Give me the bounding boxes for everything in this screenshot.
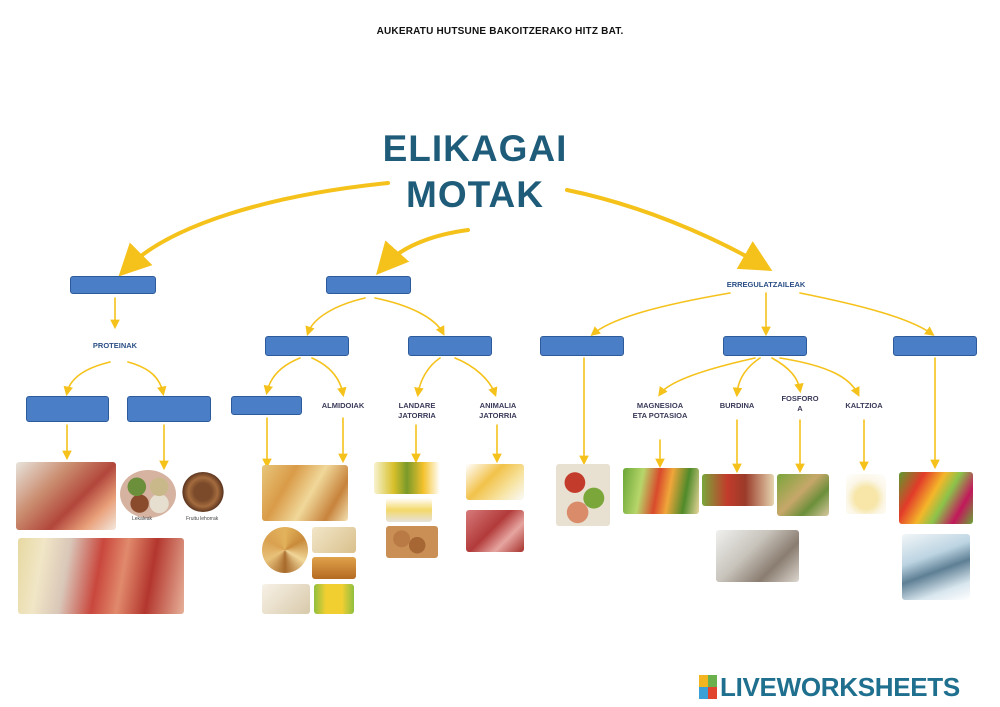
- logo-text: LIVEWORKSHEETS: [720, 671, 960, 702]
- label-erregulatzaileak: ERREGULATZAILEAK: [726, 280, 806, 289]
- margarine-photo: [386, 498, 432, 522]
- water-tap-photo: [902, 534, 970, 600]
- phosphorus-foods-photo: [777, 474, 829, 516]
- meat-photo: [16, 462, 116, 530]
- calcium-foods-photo: [846, 474, 886, 514]
- flour-photo: [262, 584, 310, 614]
- logo-mark-icon: [699, 675, 717, 699]
- answer-blank-top-left[interactable]: [70, 276, 156, 294]
- corn-photo: [314, 584, 354, 614]
- label-animalia-jatorria: ANIMALIA JATORRIA: [479, 401, 517, 420]
- answer-blank-energy-left[interactable]: [265, 336, 349, 356]
- salt-photo: [716, 530, 799, 582]
- answer-blank-regulator-right[interactable]: [893, 336, 977, 356]
- label-fosforoa: FOSFORO A: [781, 394, 819, 413]
- rice-photo: [312, 527, 356, 553]
- main-title: ELIKAGAI MOTAK: [330, 126, 620, 218]
- answer-blank-protein-right[interactable]: [127, 396, 211, 422]
- answer-blank-protein-left[interactable]: [26, 396, 109, 422]
- olive-oil-photo: [374, 462, 440, 494]
- vegetables-photo: [623, 468, 699, 514]
- answer-blank-top-middle[interactable]: [326, 276, 411, 294]
- nuts-caption: Fruitu lehorrak: [186, 516, 219, 522]
- cereals-photo: [262, 527, 308, 573]
- animal-fat-meat-photo: [466, 510, 524, 552]
- label-almidoiak: ALMIDOIAK: [321, 401, 365, 410]
- fruits-vegetables-photo: [899, 472, 973, 524]
- legumes-caption: Lekaleak: [132, 516, 153, 522]
- label-burdina: BURDINA: [719, 401, 755, 410]
- label-landare-jatorria: LANDARE JATORRIA: [398, 401, 436, 420]
- instruction-text: AUKERATU HUTSUNE BAKOITZERAKO HITZ BAT.: [376, 26, 624, 37]
- liveworksheets-logo: LIVEWORKSHEETS: [699, 672, 960, 702]
- pastry-photo: [312, 557, 356, 579]
- mixed-foods-photo: [556, 464, 610, 526]
- answer-blank-regulator-left[interactable]: [540, 336, 624, 356]
- nuts-oil-photo: [386, 526, 438, 558]
- meat-fish-eggs-photo: [18, 538, 184, 614]
- title-line-2: MOTAK: [406, 174, 544, 215]
- answer-blank-sugar[interactable]: [231, 396, 302, 415]
- butter-cheese-photo: [466, 464, 524, 500]
- label-magnesioa-potasioa: MAGNESIOA ETA POTASIOA: [632, 401, 688, 420]
- label-kaltzioa: KALTZIOA: [845, 401, 883, 410]
- legumes-photo: [120, 470, 176, 518]
- nuts-photo: [182, 472, 224, 512]
- answer-blank-regulator-middle[interactable]: [723, 336, 807, 356]
- bread-pasta-photo: [262, 465, 348, 521]
- iron-foods-photo: [702, 474, 774, 506]
- title-line-1: ELIKAGAI: [382, 128, 568, 169]
- label-proteinak: PROTEINAK: [92, 341, 138, 350]
- answer-blank-energy-right[interactable]: [408, 336, 492, 356]
